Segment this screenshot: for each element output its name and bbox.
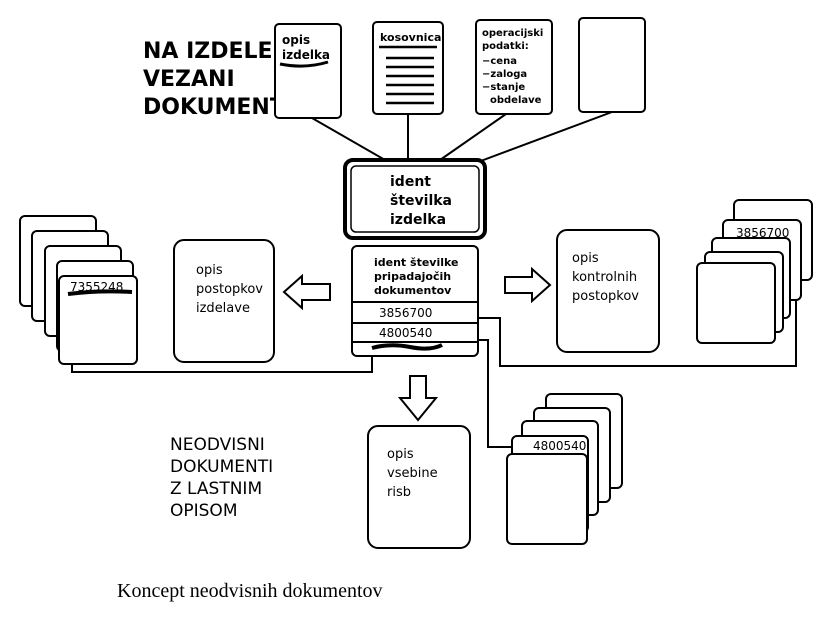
- bottom-box-line-3: risb: [387, 485, 411, 500]
- bottom-stack-label: 4800540: [533, 439, 586, 453]
- left-document-stack: 7355248: [19, 215, 138, 365]
- doc-op-line-2: podatki:: [482, 41, 529, 52]
- related-row-2: 4800540: [379, 326, 432, 340]
- left-box-line-2: postopkov: [196, 282, 263, 297]
- scribbled-row: [371, 343, 443, 351]
- independent-line-1: NEODVISNI: [170, 435, 265, 455]
- right-stack-label: 3856700: [736, 226, 789, 240]
- independent-line-4: OPISOM: [170, 501, 238, 521]
- ident-line-2: številka: [390, 193, 452, 209]
- related-ids-table: ident številke pripadajočih dokumentov 3…: [351, 245, 479, 357]
- underline-stroke: [279, 60, 329, 68]
- box-opis-postopkov-izdelave: opis postopkov izdelave: [173, 239, 275, 363]
- related-header-line-3: dokumentov: [374, 284, 452, 297]
- left-box-line-3: izdelave: [196, 301, 250, 316]
- arrow-right: [504, 266, 552, 304]
- arrow-down: [397, 375, 439, 422]
- stack-connectors: [71, 300, 797, 448]
- bottom-box-line-2: vsebine: [387, 466, 438, 481]
- ident-line-1: ident: [390, 174, 431, 190]
- header-line-3: DOKUMENTI: [143, 95, 293, 120]
- doc-opis-izdelka: opis izdelka: [274, 23, 342, 119]
- ident-line-3: izdelka: [390, 212, 446, 228]
- arrow-left: [282, 273, 331, 311]
- right-box-line-1: opis: [572, 251, 599, 266]
- doc-opis-izdelka-line-1: opis: [282, 33, 310, 47]
- doc-op-line-1: operacijski: [482, 28, 543, 39]
- independent-line-2: DOKUMENTI: [170, 457, 273, 477]
- independent-line-3: Z LASTNIM: [170, 479, 262, 499]
- related-header-line-1: ident številke: [374, 256, 458, 269]
- top-connectors: [311, 111, 613, 169]
- right-document-stack: 3856700: [696, 199, 813, 344]
- header-line-1: NA IZDELEK: [143, 39, 291, 64]
- doc-op-line-5: −stanje: [482, 82, 525, 93]
- ident-box: ident številka izdelka: [343, 158, 487, 240]
- doc-operacijski-podatki: operacijski podatki: −cena −zaloga −stan…: [475, 19, 553, 115]
- right-box-line-3: postopkov: [572, 289, 639, 304]
- doc-empty: [578, 17, 646, 113]
- header-line-2: VEZANI: [143, 67, 235, 92]
- bill-of-materials-lines: [379, 45, 437, 105]
- related-header-line-2: pripadajočih: [374, 270, 451, 283]
- doc-kosovnica-title: kosovnica: [380, 31, 441, 44]
- doc-opis-izdelka-line-2: izdelka: [282, 48, 330, 62]
- related-row-1: 3856700: [379, 306, 432, 320]
- bottom-document-stack: 4800540: [506, 393, 623, 545]
- left-box-line-1: opis: [196, 263, 223, 278]
- right-box-line-2: kontrolnih: [572, 270, 637, 285]
- box-opis-vsebine-risb: opis vsebine risb: [367, 425, 471, 549]
- left-stack-highlight: [67, 289, 133, 296]
- doc-op-line-4: −zaloga: [482, 69, 527, 80]
- doc-kosovnica: kosovnica: [372, 21, 444, 115]
- figure-caption: Koncept neodvisnih dokumentov: [117, 580, 383, 602]
- box-opis-kontrolnih-postopkov: opis kontrolnih postopkov: [556, 229, 660, 353]
- doc-op-line-6: obdelave: [490, 95, 542, 106]
- independent-group-label: NEODVISNI DOKUMENTI Z LASTNIM OPISOM: [170, 435, 273, 521]
- bottom-box-line-1: opis: [387, 447, 414, 462]
- header-group-label: NA IZDELEK VEZANI DOKUMENTI: [143, 39, 293, 120]
- doc-op-line-3: −cena: [482, 56, 517, 67]
